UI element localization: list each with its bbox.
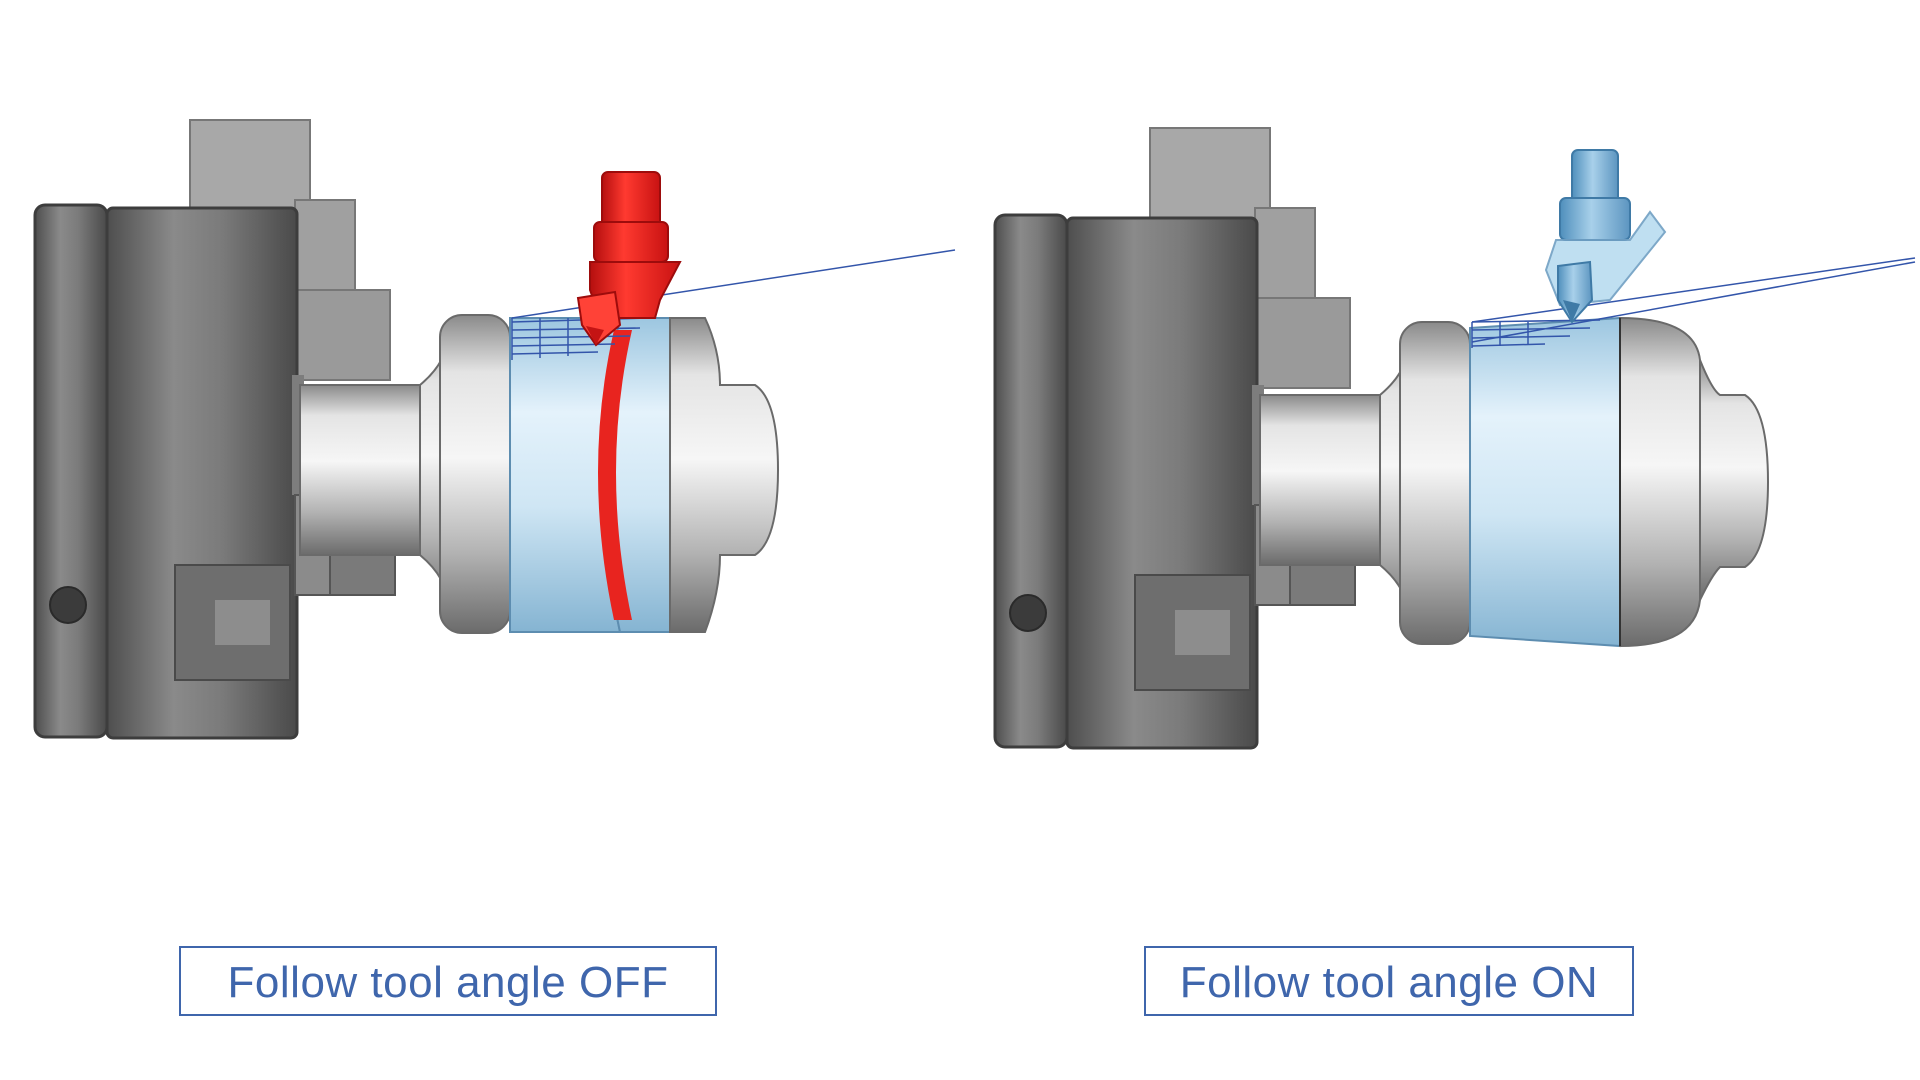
turning-tool-icon — [576, 171, 682, 347]
chuck-jaw-upper — [189, 119, 391, 381]
workpiece-flange — [1399, 321, 1471, 645]
toolpath-lines — [1471, 257, 1916, 348]
scene-tool-angle-on — [960, 0, 1920, 900]
caption-follow-tool-angle-on: Follow tool angle ON — [1144, 946, 1634, 1016]
scene-tool-angle-off — [0, 0, 960, 900]
caption-follow-tool-angle-off: Follow tool angle OFF — [179, 946, 717, 1016]
turning-tool-icon — [1544, 149, 1667, 324]
workpiece-flange — [439, 314, 511, 634]
spindle-shaft — [299, 384, 441, 556]
lathe-scene-on — [993, 127, 1916, 750]
turned-part-icon — [509, 317, 780, 633]
turned-part-icon — [1469, 316, 1770, 648]
lathe-scene-off — [33, 119, 956, 740]
chuck-jaw-upper — [1149, 127, 1351, 389]
